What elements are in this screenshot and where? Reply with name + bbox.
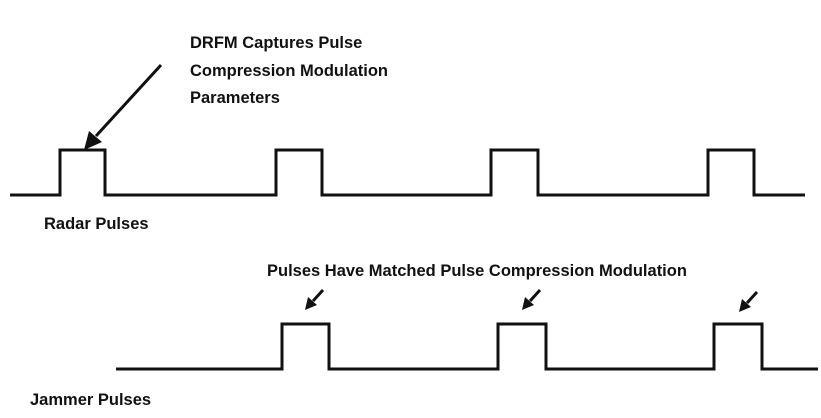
radar-pulse-train xyxy=(10,148,805,197)
drfm-arrow-head xyxy=(84,131,102,150)
jammer-arrow-1 xyxy=(305,288,325,310)
drfm-arrow xyxy=(84,63,163,150)
drfm-label-line2: Compression Modulation xyxy=(190,62,388,80)
drfm-label-line3: Parameters xyxy=(190,89,280,107)
jammer-arrow-3 xyxy=(739,290,759,312)
drfm-annotation: DRFM Captures Pulse Compression Modulati… xyxy=(190,34,388,107)
matched-modulation-label: Pulses Have Matched Pulse Compression Mo… xyxy=(267,262,687,280)
jammer-pulses-label: Jammer Pulses xyxy=(30,391,151,409)
matched-arrows xyxy=(305,288,759,312)
radar-pulses-label: Radar Pulses xyxy=(44,215,149,233)
drfm-label-line1: DRFM Captures Pulse xyxy=(190,34,362,52)
jammer-arrow-2 xyxy=(522,288,542,310)
jammer-pulse-train xyxy=(116,322,818,371)
drfm-arrow-shaft xyxy=(94,63,163,138)
